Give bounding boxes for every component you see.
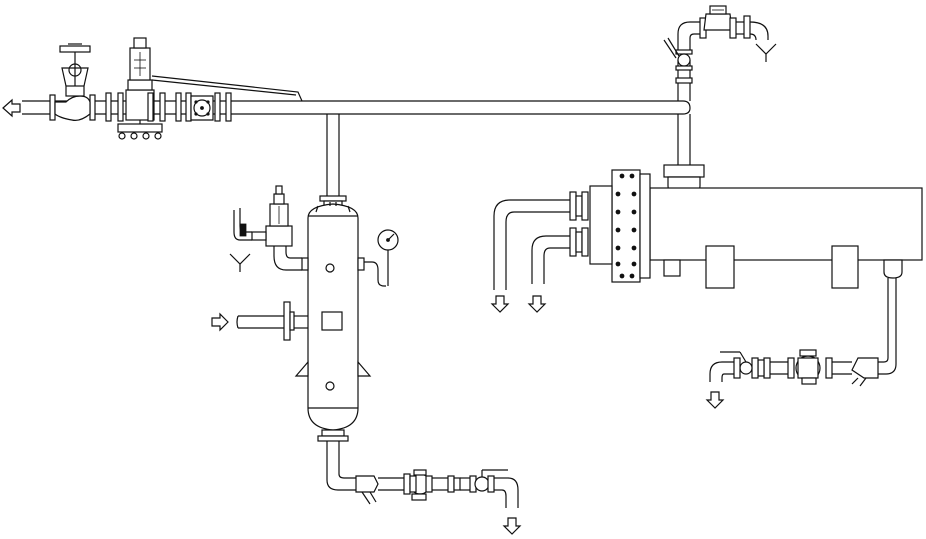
exchanger-drain-line xyxy=(709,278,897,387)
separator-inlet-pipe xyxy=(236,301,308,341)
header-check-valve[interactable] xyxy=(175,92,232,122)
separator-vessel xyxy=(294,202,372,431)
drain-arrow-icon-2 xyxy=(527,295,547,313)
top-branch-valve[interactable] xyxy=(663,5,769,84)
inlet-arrow-icon xyxy=(211,312,229,332)
vent-funnel-icon-right xyxy=(755,43,777,62)
separator-drain-line xyxy=(317,429,519,508)
vent-funnel-icon-left xyxy=(229,253,251,272)
outlet-arrow-icon xyxy=(2,98,21,118)
drain-arrow-icon-1 xyxy=(490,295,510,313)
pressure-gauge-icon xyxy=(364,229,399,287)
header-relief-valve[interactable] xyxy=(105,37,303,140)
drain-arrow-icon-3 xyxy=(705,391,725,409)
globe-valve[interactable] xyxy=(54,43,91,121)
separator-safety-valve[interactable] xyxy=(233,185,302,271)
separator-feed-pipe xyxy=(319,114,347,207)
drain-arrow-icon-bottom xyxy=(502,517,522,535)
exchanger-outlet-pipes xyxy=(493,191,589,290)
heat-exchanger xyxy=(589,169,923,289)
